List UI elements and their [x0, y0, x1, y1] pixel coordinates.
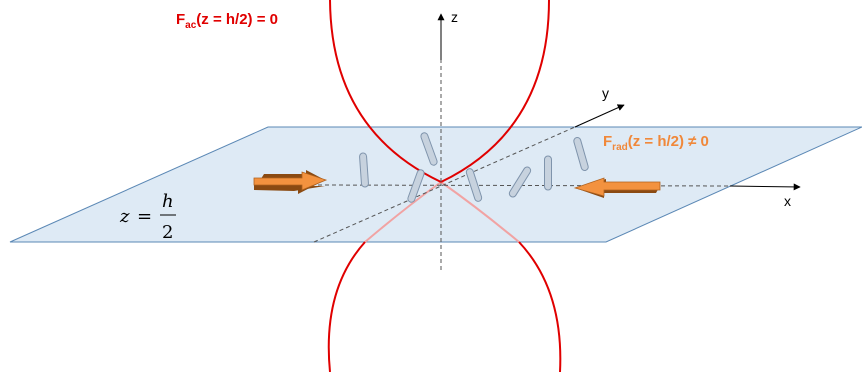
x-axis-label: x — [784, 193, 791, 209]
z-axis-label: z — [451, 9, 458, 25]
force-curve-lower-faded — [364, 181, 442, 243]
y-axis-label: y — [602, 85, 609, 101]
plane-eq-denominator: 2 — [162, 222, 173, 243]
f-rad-label: Frad(z = h/2) ≠ 0 — [603, 133, 709, 153]
y-axis-dashed — [313, 126, 576, 243]
f-ac-label: Fac(z = h/2) = 0 — [176, 11, 278, 31]
force-curve-lower-right — [518, 241, 562, 372]
x-axis-dashed — [317, 184, 731, 187]
particles — [359, 132, 589, 203]
force-curve-lower-faded — [440, 181, 520, 243]
particle-rod — [544, 155, 552, 191]
plane-eq-lhs: z — [119, 206, 130, 227]
particle-rod — [465, 168, 483, 202]
x-axis — [729, 183, 801, 191]
y-axis — [574, 104, 625, 128]
particle-rod — [508, 166, 532, 198]
particle-rod — [573, 137, 589, 171]
particle-rod — [420, 132, 438, 166]
force-curve-lower-left — [327, 241, 366, 372]
particle-rod — [407, 169, 425, 203]
plane-equation: z = h 2 — [119, 191, 176, 243]
orange-3d-arrow-right-icon — [253, 170, 328, 194]
force-curve-upper-left — [329, 0, 442, 183]
particle-rod — [359, 152, 369, 188]
orange-3d-arrow-left-icon — [573, 177, 661, 198]
plane-eq-numerator: h — [162, 191, 174, 212]
force-curve-upper-right — [440, 0, 550, 183]
plane-eq-equals: = — [137, 206, 152, 227]
